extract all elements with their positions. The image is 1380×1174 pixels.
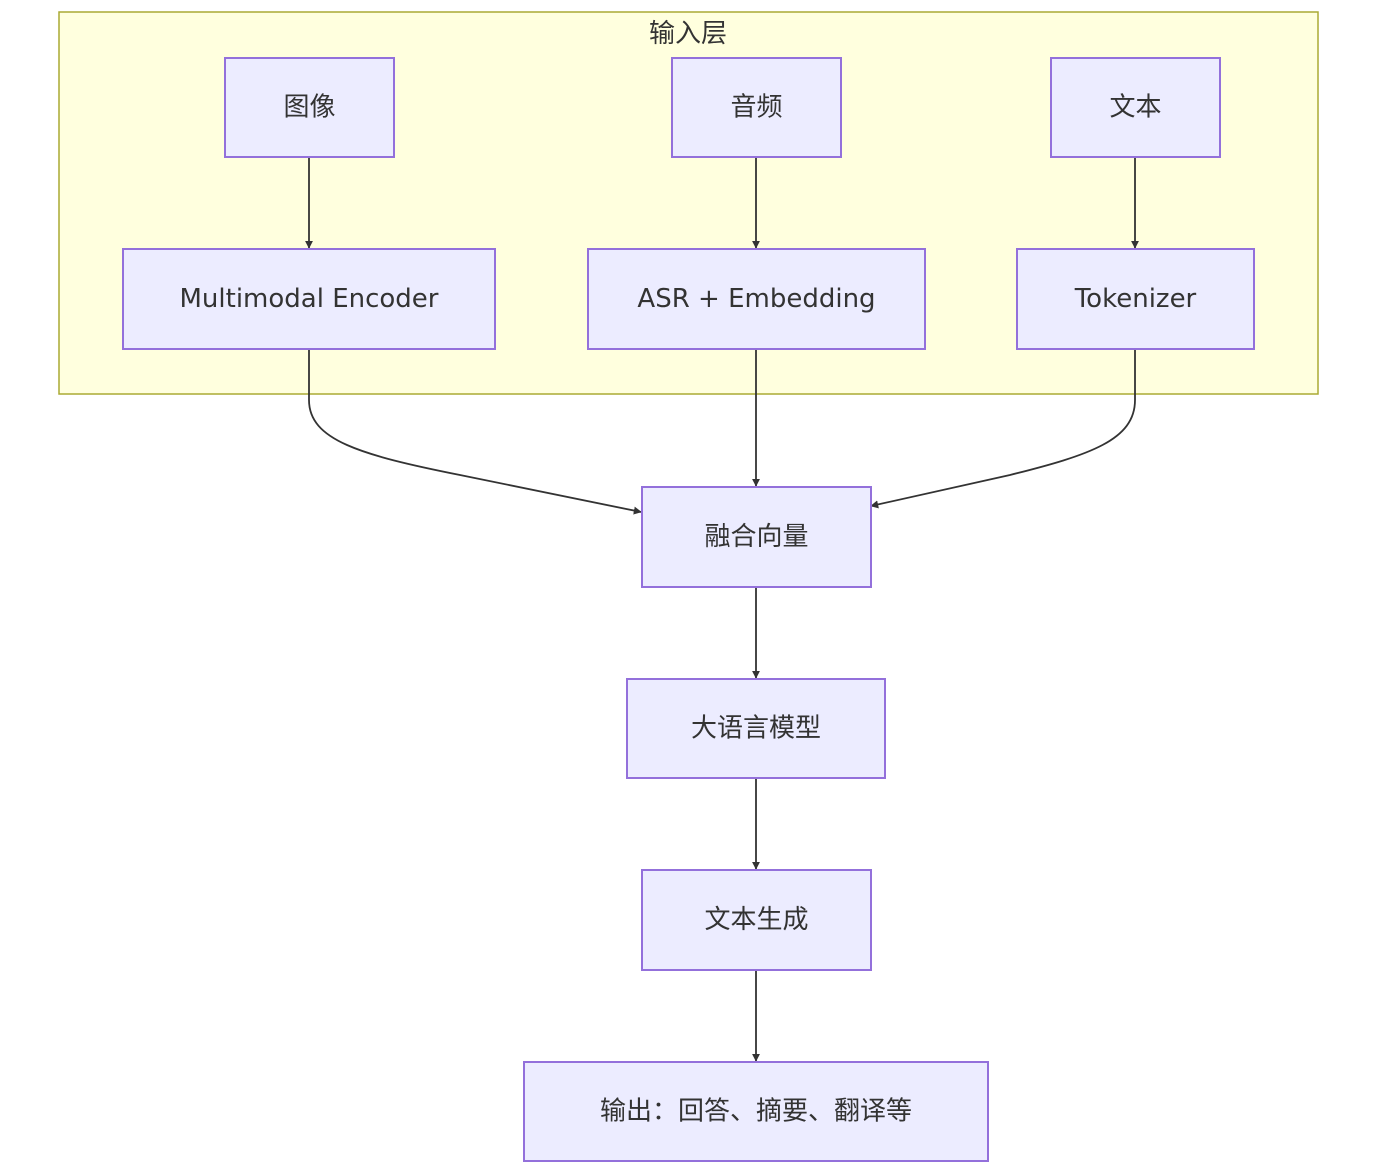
node-multimodal-encoder-label: Multimodal Encoder — [179, 284, 438, 314]
edges — [305, 157, 1139, 1062]
node-tokenizer-label: Tokenizer — [1074, 284, 1197, 314]
node-multimodal-encoder: Multimodal Encoder — [122, 248, 496, 350]
node-asr-embedding-label: ASR + Embedding — [637, 284, 875, 314]
node-image: 图像 — [224, 57, 395, 158]
node-audio-label: 音频 — [730, 93, 782, 123]
node-text-label: 文本 — [1109, 93, 1161, 123]
node-tokenizer: Tokenizer — [1016, 248, 1255, 350]
node-fusion-vector: 融合向量 — [641, 486, 872, 588]
node-text-generation: 文本生成 — [641, 869, 872, 971]
node-asr-embedding: ASR + Embedding — [587, 248, 926, 350]
node-llm-label: 大语言模型 — [691, 714, 821, 744]
edge-encoder-to-fusion — [308, 349, 642, 515]
node-output: 输出：回答、摘要、翻译等 — [523, 1061, 989, 1162]
input-layer-label: 输入层 — [649, 19, 727, 49]
node-fusion-vector-label: 融合向量 — [704, 522, 808, 552]
node-image-label: 图像 — [283, 93, 335, 123]
node-text: 文本 — [1050, 57, 1221, 158]
node-audio: 音频 — [671, 57, 842, 158]
edge-tokenizer-to-fusion — [870, 349, 1136, 509]
node-llm: 大语言模型 — [626, 678, 886, 779]
node-text-generation-label: 文本生成 — [704, 905, 808, 935]
node-output-label: 输出：回答、摘要、翻译等 — [600, 1097, 912, 1127]
